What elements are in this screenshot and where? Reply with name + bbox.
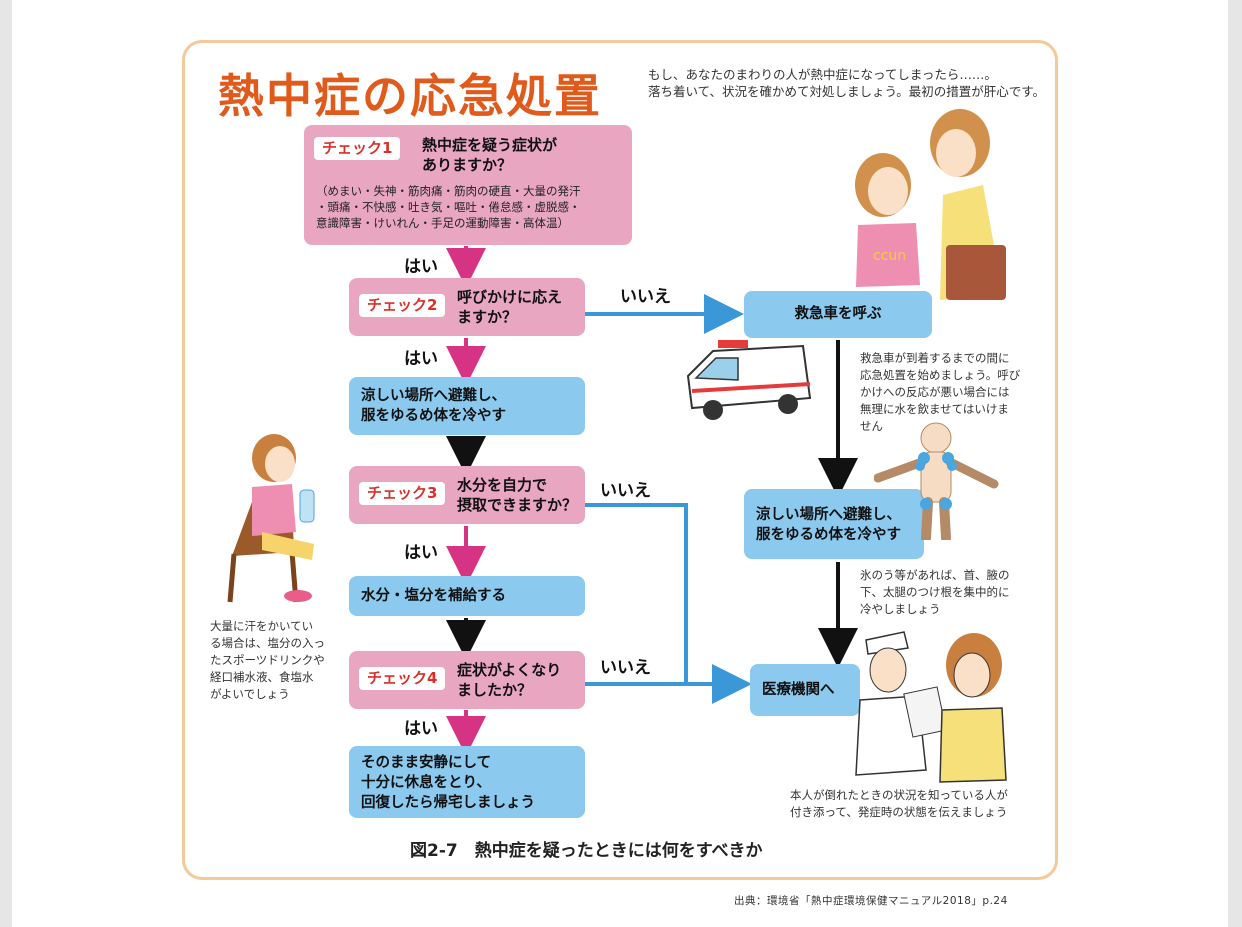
girl-drinking-illustration [227,434,315,603]
ice-pack-note: 氷のう等があれば、首、腋の 下、太腿のつけ根を集中的に 冷やしましょう [860,568,1010,616]
cool-down-box-left: 涼しい場所へ避難し、 服をゆるめ体を冷やす [349,377,585,435]
yes-label-4: はい [404,719,438,739]
check2-box: チェック2 呼びかけに応え ますか？ [349,278,585,336]
check4-tag: チェック4 [359,667,446,690]
sweat-note: 大量に汗をかいてい る場合は、塩分の入っ たスポーツドリンクや 経口補水液、食塩… [210,619,325,701]
yes-label-3: はい [404,543,438,563]
hospital-box: 医療機関へ [750,664,860,716]
no-arrow-check3 [584,503,688,684]
page-title: 熱中症の応急処置 [218,69,602,123]
no-label-3: いいえ [600,658,651,678]
check2-tag: チェック2 [359,294,446,317]
no-label-1: いいえ [620,287,671,307]
woman-and-girl-illustration: ccun [855,109,1006,300]
check1-symptoms: （めまい・失神・筋肉痛・筋肉の硬直・大量の発汗 ・頭痛・不快感・吐き気・嘔吐・倦… [316,184,581,230]
svg-text:ccun: ccun [873,248,906,264]
check1-box: チェック1 熱中症を疑う症状が ありますか？ （めまい・失神・筋肉痛・筋肉の硬直… [304,125,632,245]
right-margin-band [1228,0,1242,927]
rest-box: そのまま安静にして 十分に休息をとり、 回復したら帰宅しましょう [349,746,585,818]
check4-question: 症状がよくなり ましたか？ [457,661,562,699]
no-label-2: いいえ [600,481,651,501]
hydrate-box: 水分・塩分を補給する [349,576,585,616]
hospital-note: 本人が倒れたときの状況を知っている人が 付き添って、発症時の状態を伝えましょう [790,788,1008,819]
check3-tag: チェック3 [359,482,446,505]
left-margin-band [0,0,12,927]
check2-question: 呼びかけに応え ますか？ [457,288,563,326]
cool-down-box-right: 涼しい場所へ避難し、 服をゆるめ体を冷やす [744,489,924,559]
body-cooling-figure [874,422,999,540]
source-citation: 出典：環境省「熱中症環境保健マニュアル2018」p.24 [734,895,1008,907]
check4-box: チェック4 症状がよくなり ましたか？ [349,651,585,709]
call-ambulance-box: 救急車を呼ぶ [744,291,932,338]
figure-caption: 図2-7 熱中症を疑ったときには何をすべきか [410,841,763,861]
check3-question: 水分を自力で 摂取できますか？ [457,476,578,514]
yes-label-1: はい [404,257,438,277]
yes-label-2: はい [404,349,438,369]
ambulance-note: 救急車が到着するまでの間に 応急処置を始めましょう。呼び かけへの反応が悪い場合… [860,351,1021,433]
check1-question: 熱中症を疑う症状が ありますか？ [422,136,558,174]
check3-box: チェック3 水分を自力で 摂取できますか？ [349,466,585,524]
check1-tag: チェック1 [314,137,401,160]
ambulance-illustration [686,340,812,420]
intro-text: もし、あなたのまわりの人が熱中症になってしまったら……。 落ち着いて、状況を確か… [648,67,1046,99]
nurse-and-patient-illustration [855,631,1007,783]
